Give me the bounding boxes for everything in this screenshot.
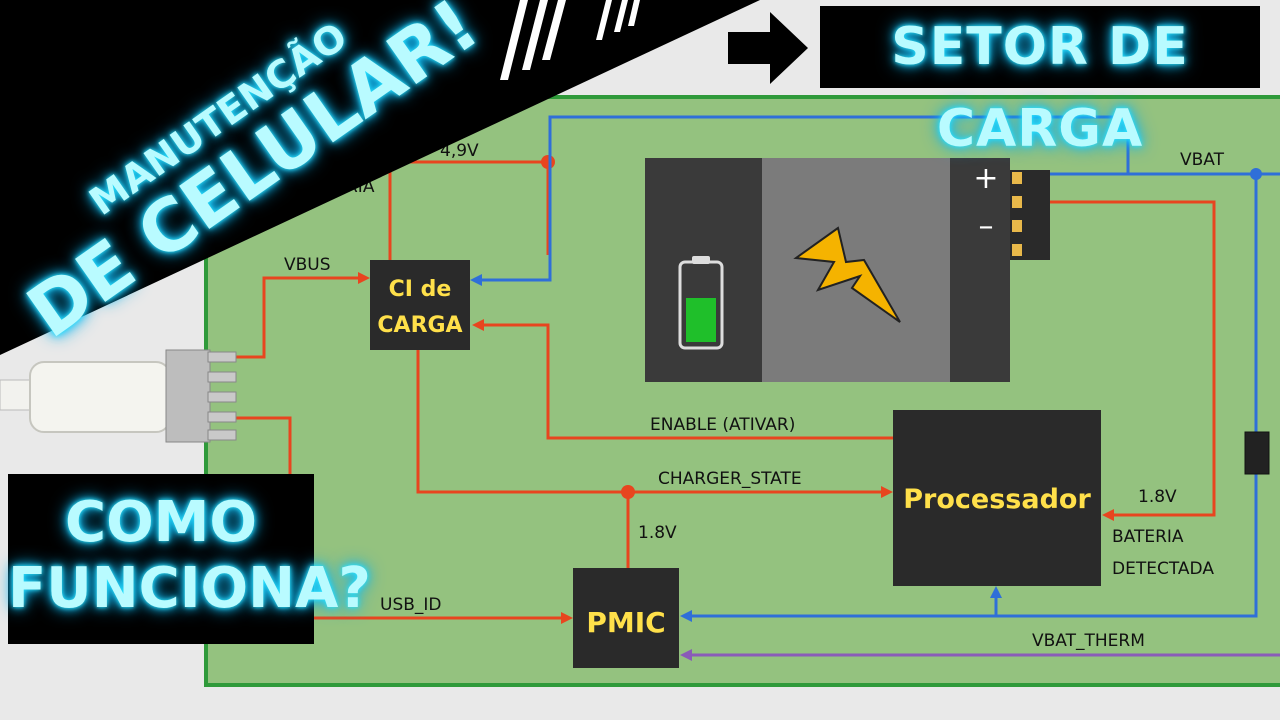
processor-label: Processador [903,484,1091,515]
usb-plug-body [29,361,171,433]
processor: Processador [893,410,1101,586]
question-box: COMO FUNCIONA? [8,474,371,644]
question-line2: FUNCIONA? [8,556,371,621]
charge-ic-label-2: CARGA [377,313,462,338]
wire-vbus [236,276,360,359]
battery: + – [645,158,1050,382]
slash-2 [522,0,548,70]
label-bateria-detectada-2: DETECTADA [1112,559,1214,579]
connector-pin-3 [1012,220,1022,232]
blue-wires [476,115,1280,618]
label-usb-id: USB_ID [380,595,442,615]
usb-pin-4 [207,411,237,423]
connector-pin-1 [1012,172,1022,184]
slash-4 [596,0,612,40]
usb-pin-2 [207,371,237,383]
connector-pin-2 [1012,196,1022,208]
label-1v8-pmic: 1.8V [638,523,677,543]
usb-pin-1 [207,351,237,363]
processor-body [893,410,1101,586]
wire-vbat-loop [476,115,1130,282]
usb-pin-3 [207,391,237,403]
label-1v8-proc: 1.8V [1138,487,1177,507]
arrow-usb-id [561,612,573,624]
arrow-enable [472,319,484,331]
label-charger-state: CHARGER_STATE [658,469,802,489]
battery-left [645,158,765,382]
blue-arrowheads [470,274,1002,622]
label-enable: ENABLE (ATIVAR) [650,415,795,435]
label-vbat-therm: VBAT_THERM [1032,631,1145,651]
battery-plus: + [973,161,998,196]
charge-ic: CI de CARGA [370,260,470,350]
lightning-icon [793,226,901,323]
slash-3 [542,0,566,60]
pmic-label: PMIC [586,606,665,639]
battery-icon-body [678,260,724,350]
battery-right [950,158,1010,382]
banner-title: SETOR DE CARGA [820,6,1260,159]
question-line1: COMO [64,490,258,555]
pmic: PMIC [573,568,679,668]
pmic-body [573,568,679,668]
wire-battery-detect [1050,200,1216,517]
usb-plug [0,349,237,443]
slash-decoration [500,0,640,80]
connector-pin-4 [1012,244,1022,256]
junction-vbat [1250,168,1262,180]
arrow-vbus [358,272,370,284]
wire-enable [476,323,893,440]
arrow-proc [990,586,1002,598]
arrow-right-icon [728,12,808,84]
battery-minus: – [979,209,994,244]
label-vbus: VBUS [284,255,331,275]
junction-charger-state [621,485,635,499]
label-4v9: 4,9V [440,141,479,161]
red-arrowheads [358,272,1114,624]
usb-pin-5 [207,429,237,441]
diagonal-black-band [0,0,760,355]
arrow-vbat-therm [680,649,692,661]
charge-ic-body [370,260,470,350]
slash-6 [628,0,640,26]
wire-charger-state [416,350,886,494]
wire-vbat-down [686,174,1258,618]
charge-ic-label-1: CI de [389,277,452,302]
thermistor [1244,431,1270,475]
slash-1 [500,0,528,80]
arrow-charger-state [881,486,893,498]
usb-plug-head [165,349,211,443]
junction-4v9 [541,155,555,169]
arrow-vbat-ci [470,274,482,286]
label-vbat: VBAT [1180,150,1225,170]
slash-5 [614,0,628,32]
label-bateria-detectada-1: BATERIA [1112,527,1184,547]
arrow-vbat-pmic [680,610,692,622]
battery-icon-level [686,298,716,342]
arrow-battery-detect [1102,509,1114,521]
